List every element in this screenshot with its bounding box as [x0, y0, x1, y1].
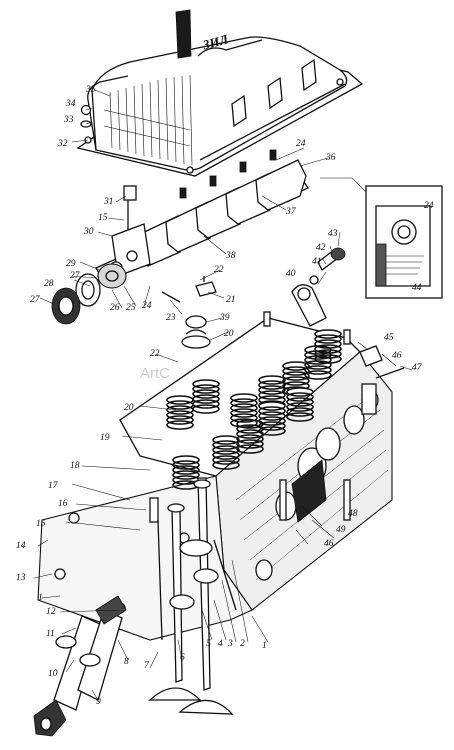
- part-label-42: 42: [316, 243, 326, 253]
- part-label-23: 23: [166, 313, 176, 323]
- valve-spring: [286, 387, 314, 422]
- part-label-9: 9: [96, 697, 101, 707]
- part-label-5: 5: [206, 639, 211, 649]
- part-label-44: 44: [412, 283, 422, 293]
- part-label-24: 24: [296, 139, 306, 149]
- part-label-6: 6: [180, 653, 185, 663]
- part-label-14: 14: [16, 541, 26, 551]
- part-label-34: 34: [65, 99, 76, 109]
- part-label-33: 33: [63, 115, 74, 125]
- rocker-bracket: [291, 247, 346, 327]
- part-label-10: 10: [48, 669, 58, 679]
- water-pipe-assembly: [33, 595, 127, 737]
- part-label-38: 38: [225, 251, 236, 261]
- part-label-22: 22: [150, 349, 160, 359]
- part-label-27: 27: [30, 295, 41, 305]
- part-label-46: 46: [324, 539, 334, 549]
- part-label-45: 45: [384, 333, 394, 343]
- part-label-4: 4: [218, 639, 223, 649]
- part-label-46: 46: [392, 351, 402, 361]
- part-label-1: 1: [38, 593, 43, 603]
- valve-spring-parts: [181, 315, 211, 349]
- watermark: ArtC: [140, 365, 170, 382]
- part-label-35: 35: [85, 85, 96, 95]
- part-label-26: 26: [110, 303, 120, 313]
- inset-detail: [320, 177, 443, 299]
- leader-lines: [33, 89, 413, 701]
- cylinder-head: [37, 311, 405, 641]
- part-label-15: 15: [36, 519, 46, 529]
- valve-spring: [282, 361, 310, 396]
- part-label-24: 24: [142, 301, 152, 311]
- part-label-8: 8: [124, 657, 129, 667]
- part-label-17: 17: [48, 481, 59, 491]
- valve-spring: [192, 379, 220, 414]
- part-label-18: 18: [70, 461, 80, 471]
- part-label-36: 36: [325, 153, 336, 163]
- part-label-11: 11: [46, 629, 55, 639]
- part-label-39: 39: [219, 313, 230, 323]
- part-label-49: 49: [336, 525, 346, 535]
- part-label-32: 32: [57, 139, 68, 149]
- part-label-48: 48: [348, 509, 358, 519]
- part-label-21: 21: [226, 295, 236, 305]
- part-label-31: 31: [103, 197, 114, 207]
- rocker-assembly: [51, 149, 309, 325]
- part-label-1: 1: [262, 641, 267, 651]
- part-label-3: 3: [227, 639, 233, 649]
- part-label-37: 37: [285, 207, 297, 217]
- part-label-29: 29: [66, 259, 76, 269]
- part-label-12: 12: [46, 607, 56, 617]
- part-label-43: 43: [328, 229, 338, 239]
- part-label-40: 40: [286, 269, 296, 279]
- part-label-13: 13: [16, 573, 26, 583]
- valve-spring: [314, 329, 342, 364]
- valve-cover: ЗИЛ: [76, 9, 364, 177]
- part-label-20: 20: [124, 403, 134, 413]
- part-label-41: 41: [312, 257, 322, 267]
- valve-spring: [258, 401, 286, 436]
- valves: [148, 477, 237, 715]
- part-label-7: 7: [144, 661, 150, 671]
- valve-spring: [212, 435, 240, 470]
- part-label-16: 16: [58, 499, 68, 509]
- part-label-19: 19: [100, 433, 110, 443]
- part-label-2: 2: [240, 639, 245, 649]
- valve-spring: [230, 393, 258, 428]
- part-label-30: 30: [83, 227, 94, 237]
- part-label-47: 47: [412, 363, 423, 373]
- part-label-25: 25: [126, 303, 136, 313]
- valve-springs: [166, 329, 342, 490]
- cover-emblem: ЗИЛ: [200, 31, 231, 53]
- part-label-20: 20: [224, 329, 234, 339]
- part-label-22: 22: [214, 265, 224, 275]
- part-label-28: 28: [44, 279, 54, 289]
- part-label-27: 27: [70, 271, 81, 281]
- part-label-24: 24: [424, 201, 434, 211]
- part-label-15: 15: [98, 213, 108, 223]
